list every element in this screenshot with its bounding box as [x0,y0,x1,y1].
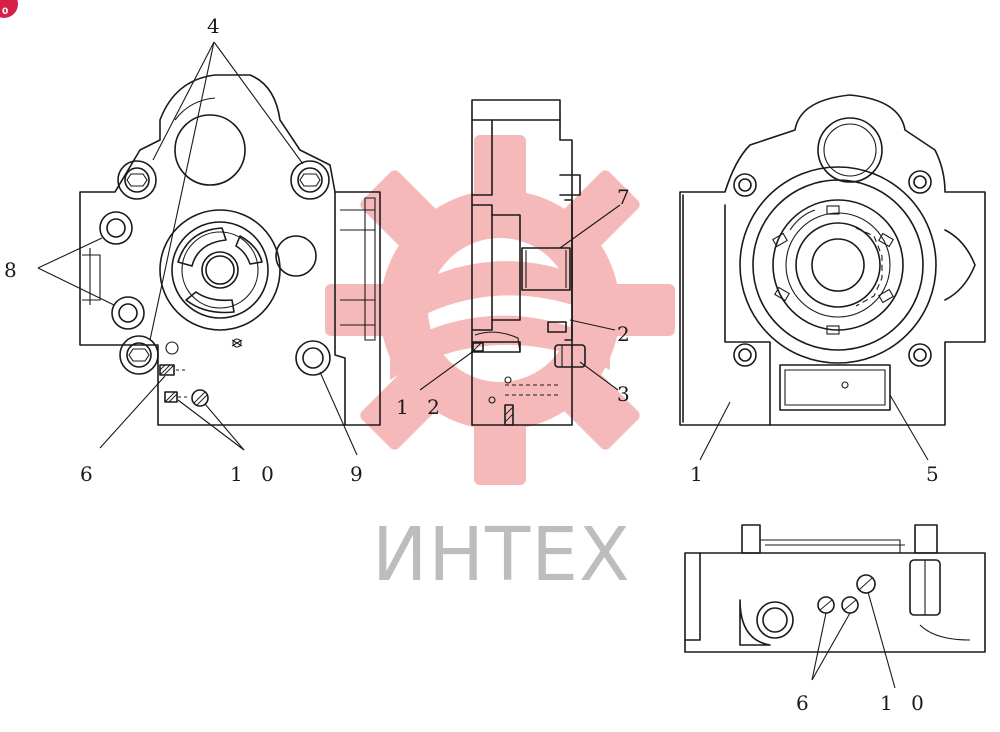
callout-10-bottom: 1 0 [880,691,930,715]
callout-2: 2 [617,322,636,346]
leader-lines [37,41,929,689]
bolt-bottom-left [119,335,159,375]
callout-8: 8 [4,258,23,282]
svg-text:0: 0 [2,7,8,17]
front-view [79,74,381,426]
callout-7: 7 [617,185,636,209]
callout-10-front: 1 0 [230,462,280,486]
callout-1: 1 [690,462,709,486]
callout-6-front: 6 [80,462,99,486]
callout-5: 5 [926,462,945,486]
watermark-gear-logo [325,135,675,485]
callout-6-bottom: 6 [796,691,815,715]
callout-3: 3 [617,382,636,406]
corner-badge: 0 [0,0,18,18]
callout-4: 4 [207,14,226,38]
rear-view [679,94,986,426]
callout-labels: 4 8 6 1 0 9 7 2 3 1 2 1 5 6 1 0 [4,14,945,715]
callout-9: 9 [350,462,369,486]
callout-12: 1 2 [396,395,446,419]
plug-9 [295,340,331,376]
bottom-view [684,524,986,653]
bolt-top-left [117,160,157,200]
bolt-top-right [290,160,330,200]
side-view [471,99,586,426]
watermark-text: ИНТЕХ [372,512,631,598]
